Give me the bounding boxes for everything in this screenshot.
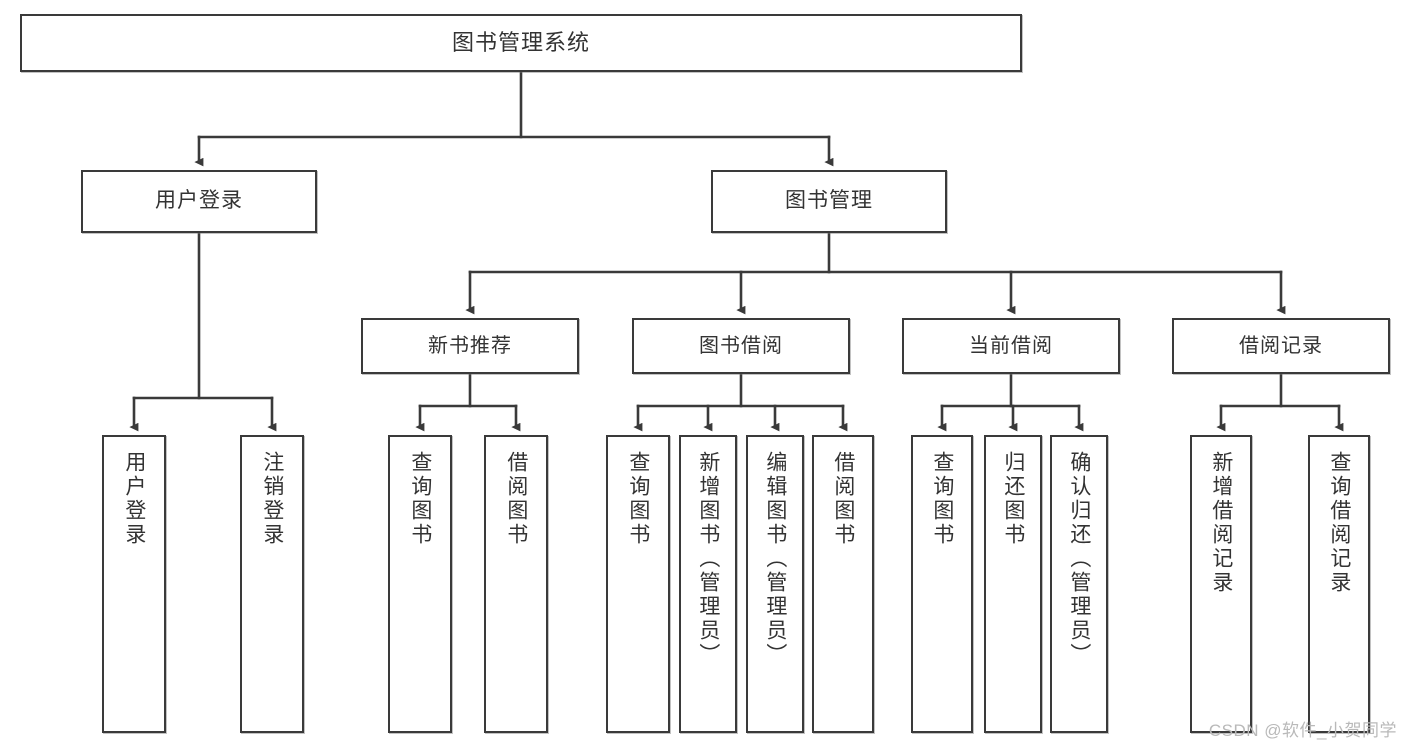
node-leaf-query-book-current[interactable]: 查询图书 [911, 435, 973, 733]
node-label-leaf-add-book: 新增图书（管理员） [696, 451, 720, 667]
node-leaf-user-logout[interactable]: 注销登录 [240, 435, 304, 733]
node-label-leaf-add-borrow-record: 新增借阅记录 [1209, 451, 1233, 595]
node-label-leaf-borrow-book-recommend: 借阅图书 [504, 451, 528, 547]
node-leaf-query-book-recommend[interactable]: 查询图书 [388, 435, 452, 733]
node-leaf-query-book-borrow[interactable]: 查询图书 [606, 435, 670, 733]
csdn-watermark: CSDN @软件_小贺同学 [1208, 721, 1397, 740]
node-leaf-user-login[interactable]: 用户登录 [102, 435, 166, 733]
node-label-leaf-return-book: 归还图书 [1001, 451, 1025, 547]
node-label-book-borrow: 图书借阅 [699, 334, 783, 357]
node-leaf-edit-book[interactable]: 编辑图书（管理员） [746, 435, 804, 733]
node-leaf-borrow-book[interactable]: 借阅图书 [812, 435, 874, 733]
node-leaf-return-book[interactable]: 归还图书 [984, 435, 1042, 733]
node-label-new-book-recommend: 新书推荐 [428, 334, 512, 357]
node-label-leaf-user-logout: 注销登录 [260, 451, 284, 547]
node-group-new-book-recommend[interactable]: 新书推荐 [361, 318, 579, 374]
node-label-leaf-query-book-current: 查询图书 [930, 451, 954, 547]
node-group-borrow-record[interactable]: 借阅记录 [1172, 318, 1390, 374]
node-label-leaf-query-book-borrow: 查询图书 [626, 451, 650, 547]
node-label-leaf-query-borrow-record: 查询借阅记录 [1327, 451, 1351, 595]
node-label-user-login: 用户登录 [155, 189, 243, 213]
node-label-root: 图书管理系统 [451, 30, 590, 56]
node-label-book-manage: 图书管理 [785, 189, 873, 213]
node-leaf-add-borrow-record[interactable]: 新增借阅记录 [1190, 435, 1252, 733]
node-label-borrow-record: 借阅记录 [1239, 334, 1323, 357]
node-root-system[interactable]: 图书管理系统 [20, 14, 1022, 72]
node-group-current-borrow[interactable]: 当前借阅 [902, 318, 1120, 374]
node-label-leaf-borrow-book: 借阅图书 [831, 451, 855, 547]
node-label-leaf-confirm-return: 确认归还（管理员） [1067, 451, 1091, 667]
node-branch-book-manage[interactable]: 图书管理 [711, 170, 947, 233]
node-label-leaf-query-book-recommend: 查询图书 [408, 451, 432, 547]
node-group-book-borrow[interactable]: 图书借阅 [632, 318, 850, 374]
node-leaf-query-borrow-record[interactable]: 查询借阅记录 [1308, 435, 1370, 733]
node-label-current-borrow: 当前借阅 [969, 334, 1053, 357]
node-leaf-confirm-return[interactable]: 确认归还（管理员） [1050, 435, 1108, 733]
node-leaf-add-book[interactable]: 新增图书（管理员） [679, 435, 737, 733]
node-branch-user-login[interactable]: 用户登录 [81, 170, 317, 233]
node-label-leaf-edit-book: 编辑图书（管理员） [763, 451, 787, 667]
node-leaf-borrow-book-recommend[interactable]: 借阅图书 [484, 435, 548, 733]
node-label-leaf-user-login: 用户登录 [122, 451, 146, 547]
